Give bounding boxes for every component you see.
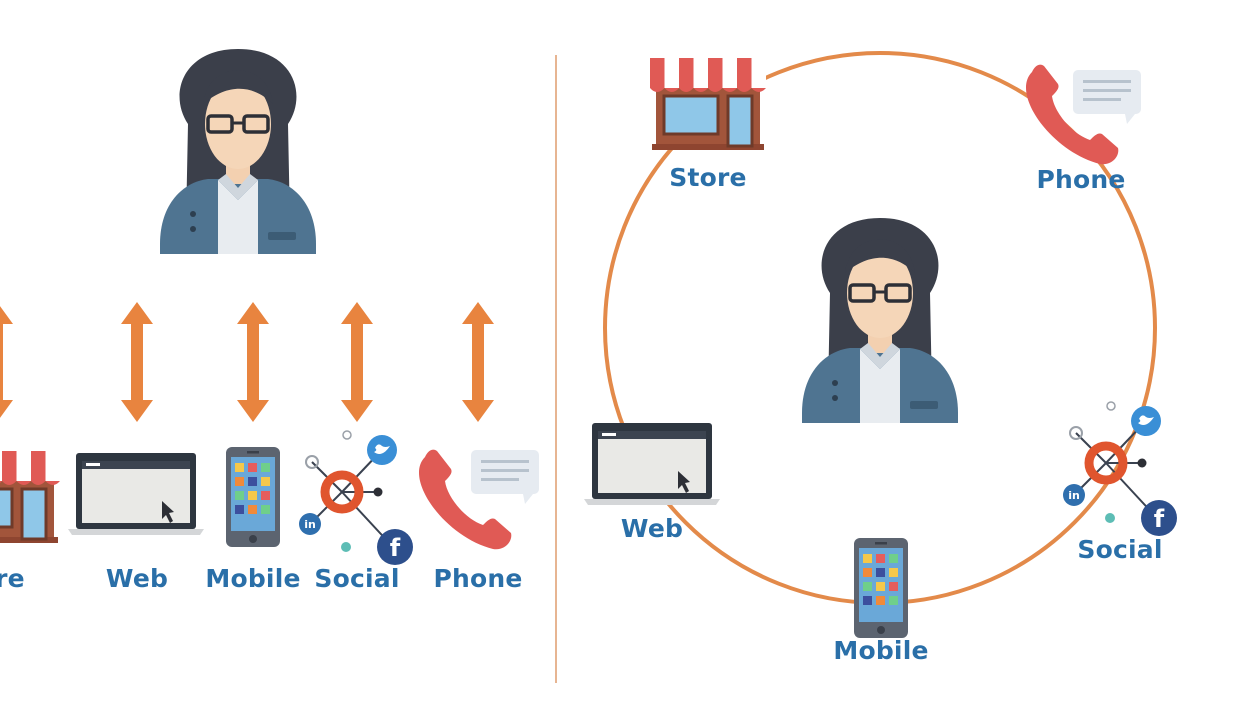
- right-laptop-icon: [584, 423, 720, 505]
- left-laptop-icon: [68, 453, 204, 535]
- right-mobile-label: Mobile: [833, 636, 929, 665]
- right-person-icon: [800, 216, 960, 425]
- right-social-label: Social: [1077, 535, 1163, 564]
- right-store-label: Store: [669, 163, 747, 192]
- left-social-network-icon: [299, 431, 413, 565]
- left-smartphone-icon: [226, 447, 280, 547]
- panel-divider: [555, 55, 557, 683]
- right-chat-bubble-icon: [1073, 70, 1141, 124]
- left-phone-label: Phone: [433, 564, 523, 593]
- left-web-label: Web: [105, 564, 169, 593]
- right-web-label: Web: [620, 514, 684, 543]
- left-social-arrow-icon: [341, 302, 373, 422]
- left-social-label: Social: [314, 564, 400, 593]
- left-web-arrow-icon: [121, 302, 153, 422]
- right-smartphone-icon: [854, 538, 908, 638]
- left-chat-bubble-icon: [471, 450, 539, 504]
- left-mobile-arrow-icon: [237, 302, 269, 422]
- right-store-icon: [648, 56, 768, 152]
- right-phone-label: Phone: [1036, 165, 1126, 194]
- left-store-arrow-icon: [0, 302, 13, 422]
- left-person-icon: [158, 47, 318, 256]
- left-mobile-label: Mobile: [205, 564, 301, 593]
- left-phone-arrow-icon: [462, 302, 494, 422]
- left-store-label: re: [0, 564, 25, 593]
- left-store-icon: [0, 449, 62, 545]
